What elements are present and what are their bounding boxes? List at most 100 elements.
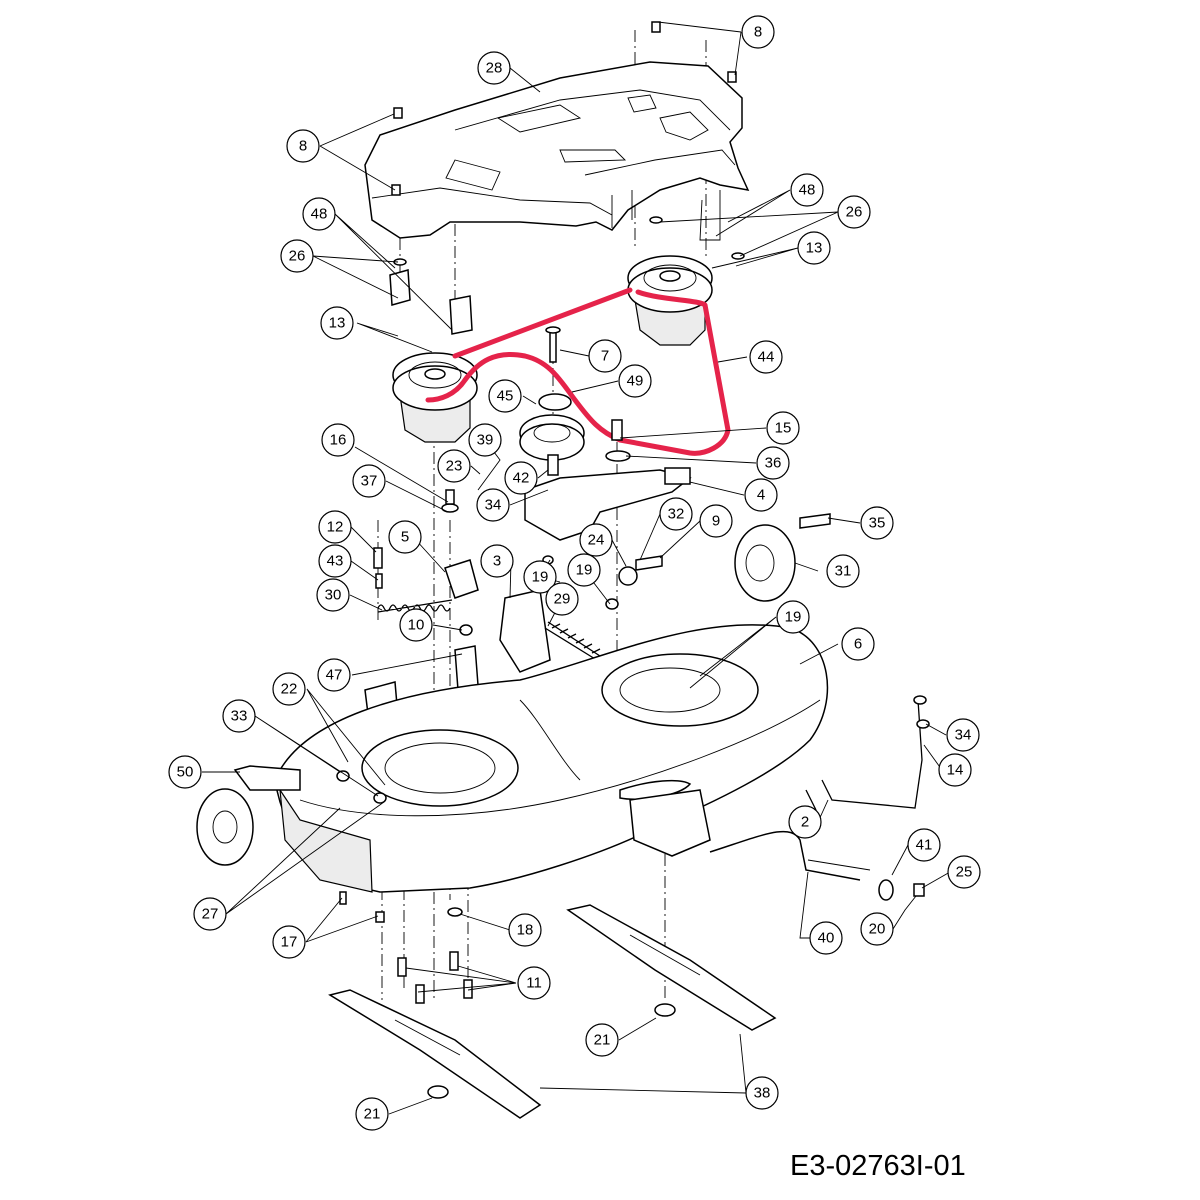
svg-text:2: 2: [801, 814, 809, 831]
callout-41: 41: [907, 828, 941, 862]
callout-38: 38: [745, 1076, 779, 1110]
blades: [328, 904, 777, 1119]
svg-text:15: 15: [775, 420, 792, 437]
svg-text:10: 10: [408, 617, 425, 634]
svg-text:18: 18: [517, 922, 534, 939]
callout-50: 50: [168, 755, 202, 789]
gauge-wheel-31: [734, 524, 796, 602]
callout-11: 11: [517, 966, 551, 1000]
svg-text:34: 34: [955, 727, 972, 744]
svg-text:19: 19: [532, 569, 549, 586]
svg-text:42: 42: [513, 470, 530, 487]
callout-45: 45: [488, 379, 522, 413]
callout-42: 42: [504, 461, 538, 495]
callout-34-right: 34: [946, 718, 980, 752]
callout-2: 2: [788, 805, 822, 839]
callout-19-b: 19: [567, 553, 601, 587]
svg-text:20: 20: [869, 921, 886, 938]
callout-44: 44: [749, 340, 783, 374]
callout-26-left: 26: [280, 239, 314, 273]
callout-18: 18: [508, 913, 542, 947]
callout-8-left: 8: [286, 129, 320, 163]
svg-text:23: 23: [446, 458, 463, 475]
svg-text:16: 16: [330, 432, 347, 449]
callout-15: 15: [766, 411, 800, 445]
callout-8-top: 8: [741, 15, 775, 49]
callout-10: 10: [399, 608, 433, 642]
svg-text:11: 11: [526, 975, 542, 992]
svg-text:13: 13: [806, 240, 823, 257]
callout-21-right: 21: [585, 1023, 619, 1057]
misc-hardware: [336, 489, 831, 1004]
svg-text:37: 37: [361, 473, 378, 490]
svg-text:6: 6: [854, 636, 862, 653]
callout-43: 43: [318, 544, 352, 578]
callout-17: 17: [272, 925, 306, 959]
callout-7: 7: [588, 339, 622, 373]
svg-text:26: 26: [846, 204, 863, 221]
leader-lines: [202, 21, 951, 1115]
svg-text:22: 22: [281, 681, 298, 698]
svg-text:28: 28: [486, 60, 503, 77]
svg-text:33: 33: [231, 708, 248, 725]
svg-text:40: 40: [818, 930, 835, 947]
svg-text:12: 12: [327, 519, 344, 536]
callout-31: 31: [826, 554, 860, 588]
callout-16: 16: [321, 423, 355, 457]
callout-26-right: 26: [837, 195, 871, 229]
callout-21-bottom: 21: [355, 1097, 389, 1131]
svg-text:34: 34: [485, 497, 502, 514]
callout-23: 23: [437, 449, 471, 483]
svg-text:43: 43: [327, 553, 344, 570]
drawing-number: E3-02763I-01: [790, 1150, 966, 1182]
callout-5: 5: [388, 520, 422, 554]
callout-37: 37: [352, 464, 386, 498]
spindle-pulley-right: [627, 255, 713, 346]
deck-cover-part: [364, 61, 750, 241]
spring-29: [544, 621, 601, 663]
callout-14: 14: [938, 753, 972, 787]
svg-text:5: 5: [401, 529, 409, 546]
svg-text:50: 50: [177, 764, 194, 781]
callout-48-left: 48: [302, 197, 336, 231]
svg-text:31: 31: [835, 563, 852, 580]
svg-text:14: 14: [947, 762, 964, 779]
idler-pulley: [519, 326, 585, 476]
callout-47: 47: [317, 658, 351, 692]
callout-36: 36: [756, 446, 790, 480]
deck-brackets: [364, 559, 551, 747]
callout-13-right: 13: [797, 231, 831, 265]
spindle-pulley-left: [392, 352, 478, 443]
svg-text:45: 45: [497, 388, 514, 405]
svg-text:41: 41: [916, 837, 933, 854]
callout-25: 25: [947, 855, 981, 889]
spring-30: [377, 599, 453, 613]
callout-49: 49: [618, 364, 652, 398]
callout-35: 35: [860, 506, 894, 540]
svg-text:49: 49: [627, 373, 644, 390]
svg-text:38: 38: [754, 1085, 771, 1102]
svg-text:21: 21: [364, 1106, 381, 1123]
callout-22: 22: [272, 672, 306, 706]
svg-text:27: 27: [202, 906, 219, 923]
callout-3: 3: [480, 544, 514, 578]
gauge-wheel-left: [196, 765, 301, 866]
idler-bracket: [524, 419, 692, 541]
svg-text:13: 13: [329, 315, 346, 332]
callout-34-top: 34: [476, 488, 510, 522]
callout-24: 24: [579, 523, 613, 557]
svg-text:48: 48: [311, 206, 328, 223]
svg-text:24: 24: [588, 532, 605, 549]
callout-48-right: 48: [790, 173, 824, 207]
svg-text:30: 30: [325, 587, 342, 604]
svg-text:39: 39: [477, 432, 494, 449]
callout-33: 33: [222, 699, 256, 733]
svg-text:25: 25: [956, 864, 973, 881]
svg-text:17: 17: [281, 934, 298, 951]
callout-27: 27: [193, 897, 227, 931]
svg-text:26: 26: [289, 248, 306, 265]
callout-19-c: 19: [776, 600, 810, 634]
svg-text:36: 36: [765, 455, 782, 472]
drive-belt: [425, 287, 731, 456]
svg-text:29: 29: [554, 591, 571, 608]
